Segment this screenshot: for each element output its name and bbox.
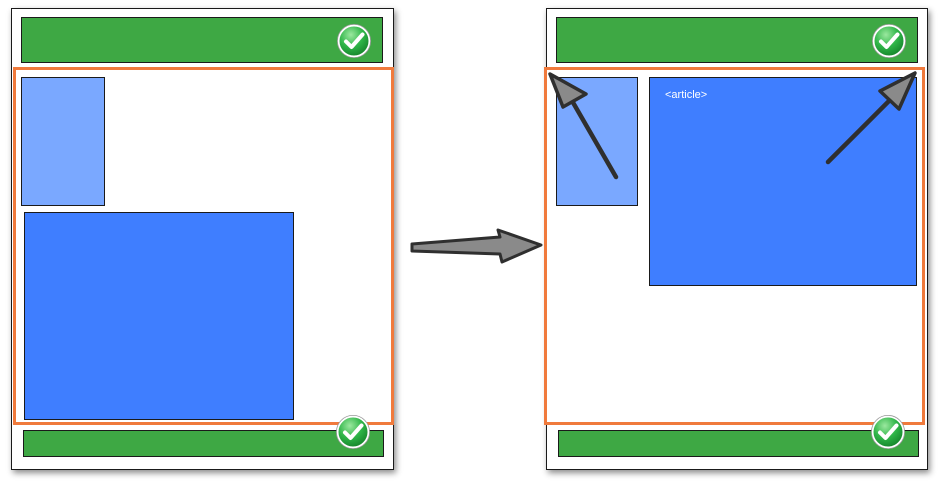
before-sidebar-box — [21, 77, 105, 206]
before-main-box — [24, 212, 294, 420]
after-header-bar — [556, 17, 918, 63]
after-footer-check-icon — [871, 415, 905, 449]
after-layout-page: <article> — [546, 8, 928, 470]
before-content-region-outline — [13, 67, 394, 425]
after-footer-bar — [558, 430, 919, 457]
before-footer-bar — [23, 430, 384, 457]
transition-arrow — [410, 228, 543, 264]
after-content-region-outline — [544, 67, 925, 425]
article-label: <article> — [665, 89, 708, 101]
before-header-bar — [21, 17, 383, 63]
before-footer-check-icon — [336, 415, 370, 449]
before-layout-page — [11, 8, 394, 470]
after-header-check-icon — [872, 24, 906, 58]
before-header-check-icon — [337, 24, 371, 58]
